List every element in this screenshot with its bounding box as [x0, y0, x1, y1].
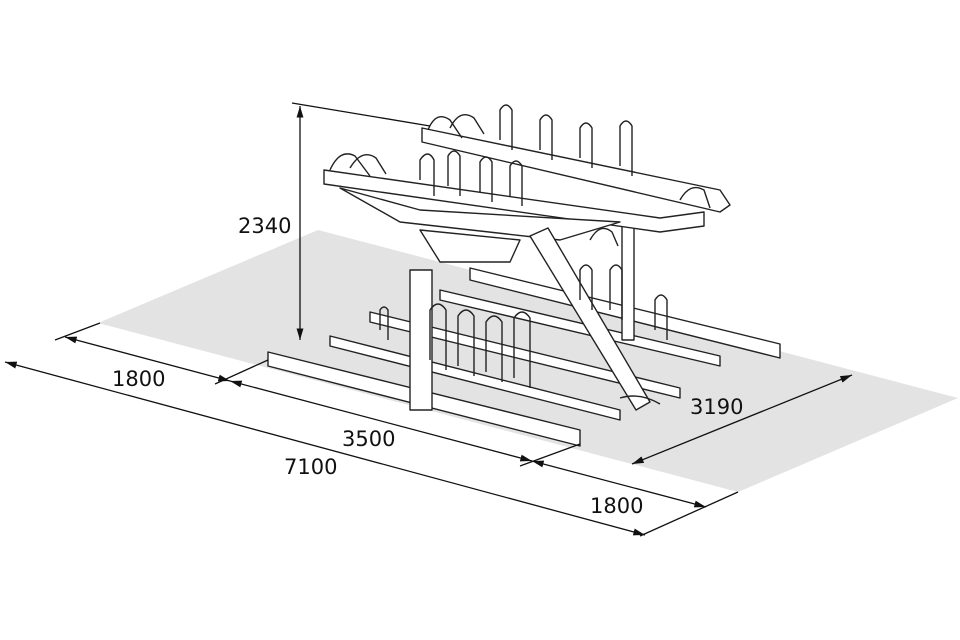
left-aisle-label: 1800 — [112, 367, 165, 391]
depth-label: 3190 — [690, 395, 743, 419]
total-length-label: 7100 — [284, 455, 337, 479]
dimension-lines — [4, 102, 853, 537]
right-aisle-label: 1800 — [590, 494, 643, 518]
rack-length-label: 3500 — [342, 427, 395, 451]
height-label: 2340 — [238, 214, 291, 238]
